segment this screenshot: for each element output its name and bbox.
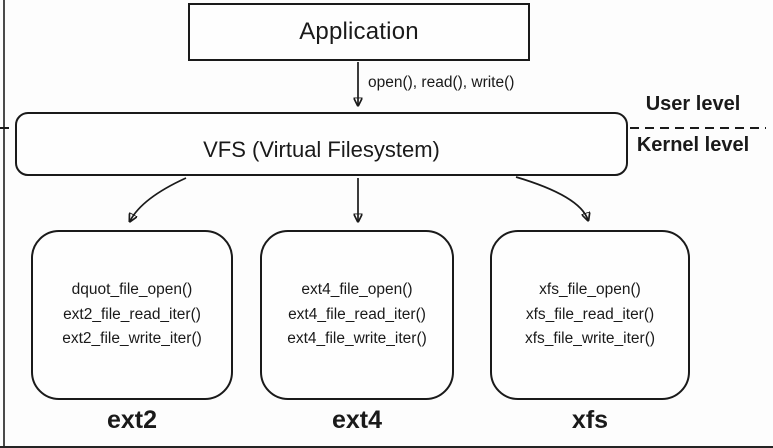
vfs-to-ext2-arrow [130, 177, 187, 221]
syscalls-label: open(), read(), write() [368, 74, 515, 91]
user-level-label: User level [645, 93, 741, 115]
ext2-caption: ext2 [106, 405, 158, 434]
left-frame-line [3, 0, 5, 448]
ext2-function-line: ext2_file_write_iter() [62, 330, 202, 348]
application-label: Application [299, 18, 419, 45]
vfs-box: VFS (Virtual Filesystem) [15, 112, 628, 176]
ext2-function-line: dquot_file_open() [71, 280, 193, 298]
xfs-box: xfs_file_open() xfs_file_read_iter() xfs… [490, 230, 690, 400]
ext4-function-line: ext4_file_read_iter() [288, 305, 426, 323]
ext4-caption: ext4 [331, 405, 383, 434]
kernel-level-label: Kernel level [636, 134, 750, 156]
xfs-function-line: xfs_file_read_iter() [525, 305, 655, 323]
vfs-label: VFS (Virtual Filesystem) [203, 137, 440, 162]
xfs-function-line: xfs_file_open() [539, 280, 641, 298]
ext4-function-line: ext4_file_write_iter() [287, 330, 427, 348]
ext2-box: dquot_file_open() ext2_file_read_iter() … [31, 230, 233, 400]
vfs-to-xfs-arrow [515, 176, 588, 220]
bottom-frame-line [0, 446, 773, 448]
application-box: Application [188, 3, 530, 61]
ext2-function-line: ext2_file_read_iter() [63, 305, 201, 323]
ext4-box: ext4_file_open() ext4_file_read_iter() e… [260, 230, 454, 400]
ext4-function-line: ext4_file_open() [301, 280, 413, 298]
level-labels: User level Kernel level [625, 94, 761, 155]
xfs-function-line: xfs_file_write_iter() [524, 330, 656, 348]
xfs-caption: xfs [571, 405, 609, 434]
